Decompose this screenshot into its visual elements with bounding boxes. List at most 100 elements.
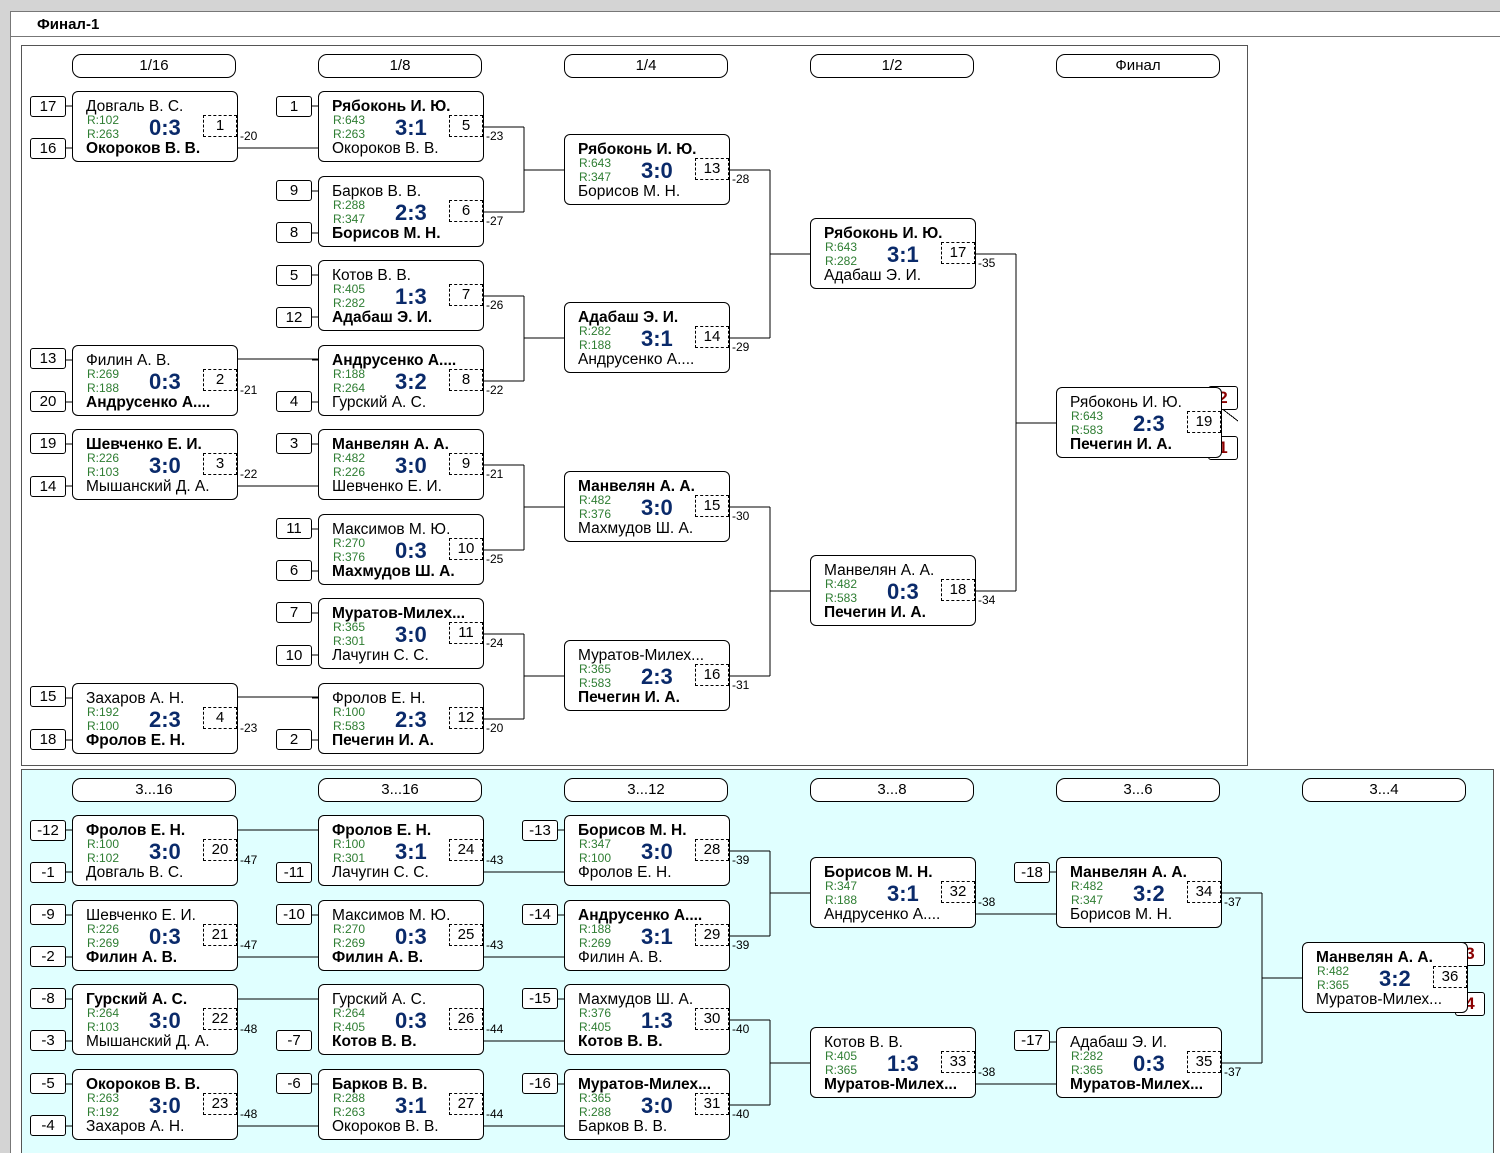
match-score: 3:0 <box>641 495 673 520</box>
match-number: 22 <box>203 1008 237 1030</box>
player-2-rating: R:376 <box>333 550 366 564</box>
loser-destination: -25 <box>486 552 504 566</box>
match-score: 3:1 <box>887 242 919 267</box>
loser-destination: -27 <box>486 214 504 228</box>
match-number: 23 <box>203 1093 237 1115</box>
round-header[interactable]: Финал <box>1056 54 1220 78</box>
player-2-rating: R:365 <box>1317 978 1350 992</box>
player-2-rating: R:102 <box>87 851 120 865</box>
seed-number: 18 <box>30 729 66 750</box>
match-number: 19 <box>1187 411 1221 433</box>
player-1-rating: R:482 <box>1071 879 1104 893</box>
match-number: 15 <box>695 495 729 517</box>
round-header[interactable]: 3...16 <box>72 778 236 802</box>
player-2-rating: R:376 <box>579 507 612 521</box>
round-header[interactable]: 3...6 <box>1056 778 1220 802</box>
player-2-name: Печегин И. А. <box>1070 436 1172 453</box>
round-header[interactable]: 3...8 <box>810 778 974 802</box>
match-score: 3:2 <box>1133 881 1165 906</box>
round-header[interactable]: 3...16 <box>318 778 482 802</box>
player-1-name: Муратов-Милех... <box>578 1076 711 1093</box>
player-1-name: Котов В. В. <box>332 267 411 284</box>
seed-number: 7 <box>276 602 312 623</box>
round-header[interactable]: 1/8 <box>318 54 482 78</box>
player-1-name: Адабаш Э. И. <box>578 309 679 326</box>
player-2-rating: R:301 <box>333 634 366 648</box>
seed-number: 17 <box>30 96 66 117</box>
player-2-rating: R:269 <box>333 936 366 950</box>
round-header[interactable]: 1/2 <box>810 54 974 78</box>
seed-number: -5 <box>30 1073 66 1094</box>
round-header[interactable]: 1/4 <box>564 54 728 78</box>
match-score: 1:3 <box>641 1008 673 1033</box>
round-header[interactable]: 3...4 <box>1302 778 1466 802</box>
match-number: 21 <box>203 924 237 946</box>
match-number: 24 <box>449 839 483 861</box>
player-1-rating: R:643 <box>825 240 858 254</box>
player-1-name: Котов В. В. <box>824 1034 903 1051</box>
match-score: 3:0 <box>395 622 427 647</box>
player-2-name: Муратов-Милех... <box>824 1076 957 1093</box>
match-number: 7 <box>449 284 483 306</box>
player-1-rating: R:288 <box>333 1091 366 1105</box>
player-1-name: Шевченко Е. И. <box>86 907 196 924</box>
player-2-name: Махмудов Ш. А. <box>332 563 455 580</box>
match-score: 1:3 <box>395 284 427 309</box>
player-2-rating: R:583 <box>825 591 858 605</box>
player-2-name: Фролов Е. Н. <box>86 732 186 749</box>
seed-number: -14 <box>522 904 558 925</box>
player-1-name: Гурский А. С. <box>332 991 427 1008</box>
match-number: 30 <box>695 1008 729 1030</box>
player-2-rating: R:583 <box>1071 423 1104 437</box>
round-header[interactable]: 3...12 <box>564 778 728 802</box>
player-2-rating: R:347 <box>1071 893 1104 907</box>
round-header[interactable]: 1/16 <box>72 54 236 78</box>
loser-destination: -38 <box>978 1065 996 1079</box>
player-1-rating: R:100 <box>333 705 366 719</box>
match-score: 2:3 <box>395 707 427 732</box>
match-number: 1 <box>203 115 237 137</box>
match-score: 3:1 <box>887 881 919 906</box>
player-1-rating: R:100 <box>333 837 366 851</box>
match-score: 3:2 <box>1379 966 1411 991</box>
player-2-rating: R:347 <box>333 212 366 226</box>
player-2-name: Фролов Е. Н. <box>578 864 672 881</box>
player-2-rating: R:282 <box>333 296 366 310</box>
